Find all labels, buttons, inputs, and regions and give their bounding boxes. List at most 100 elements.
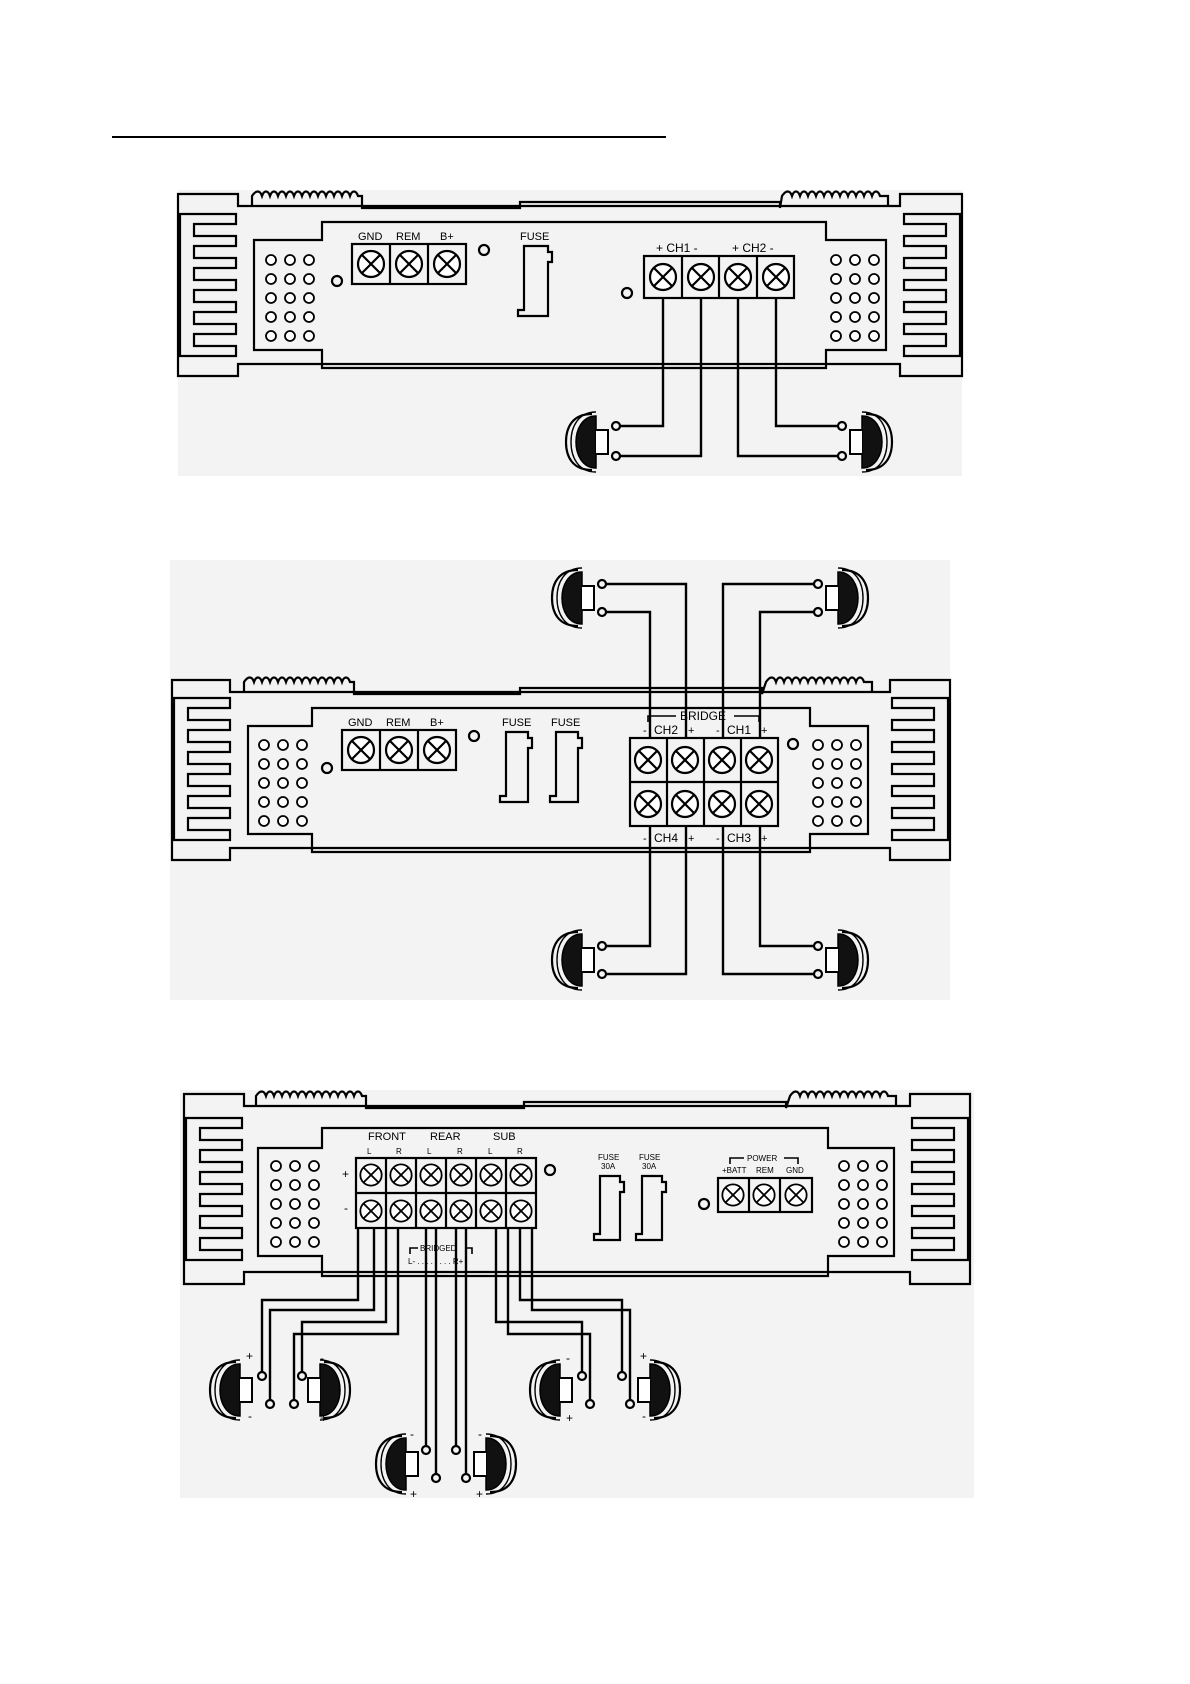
ch4-label: CH4 — [654, 831, 678, 845]
vent-hole — [830, 311, 842, 323]
wire-sub-l-a — [494, 1228, 584, 1372]
vent-hole — [831, 777, 843, 789]
top-heatsink-ridges-2 — [242, 676, 874, 696]
vent-hole — [868, 292, 880, 304]
power-terminal-block-3 — [716, 1176, 814, 1214]
vent-hole — [849, 330, 861, 342]
vent-hole — [265, 292, 277, 304]
wire-front-r-a — [300, 1228, 388, 1372]
right-vent-holes-3 — [838, 1160, 888, 1248]
vent-hole — [258, 777, 270, 789]
vent-hole — [258, 815, 270, 827]
vent-hole — [265, 330, 277, 342]
vent-hole — [849, 311, 861, 323]
vent-hole — [812, 758, 824, 770]
vent-hole — [857, 1198, 869, 1210]
svg-text:GND: GND — [786, 1166, 804, 1175]
amp-body-outline-3 — [182, 1092, 972, 1286]
diagram-3-background — [180, 1090, 974, 1498]
vent-hole — [270, 1179, 282, 1191]
wire-ch2-minus — [774, 298, 838, 428]
svg-text:REM: REM — [756, 1166, 774, 1175]
svg-text:+: + — [566, 1411, 573, 1425]
wire-ch2-minus — [606, 610, 652, 738]
right-vent-holes-2 — [812, 739, 862, 827]
wire-ch1-plus — [620, 298, 665, 428]
wire-ch1-minus — [721, 582, 814, 738]
gnd-label: GND — [358, 231, 383, 243]
vent-hole — [868, 254, 880, 266]
right-vent-holes — [830, 254, 880, 342]
vent-hole — [289, 1198, 301, 1210]
wire-front-l-a — [260, 1228, 360, 1372]
vent-hole — [308, 1236, 320, 1248]
vent-hole — [838, 1198, 850, 1210]
vent-hole — [258, 758, 270, 770]
bridged-label: BRIDGED — [420, 1244, 457, 1253]
vent-hole — [303, 254, 315, 266]
diagram-1-background — [178, 190, 962, 476]
vent-hole — [284, 254, 296, 266]
sub-label: SUB — [493, 1131, 516, 1143]
rem-screw — [394, 249, 424, 279]
bplus-label-2: B+ — [430, 717, 444, 729]
gnd-label-2: GND — [348, 717, 373, 729]
vent-hole — [277, 739, 289, 751]
vent-hole — [270, 1217, 282, 1229]
rem-label-2: REM — [386, 717, 410, 729]
vent-hole — [830, 330, 842, 342]
svg-text:-: - — [248, 1409, 252, 1423]
amp-body-outline — [176, 192, 964, 378]
svg-text:-: - — [478, 1427, 482, 1441]
svg-text:+: + — [761, 833, 767, 845]
wire-ch3-minus — [721, 826, 814, 976]
ch3-label: CH3 — [727, 831, 751, 845]
vent-hole — [296, 815, 308, 827]
vent-hole — [876, 1217, 888, 1229]
vent-hole — [812, 777, 824, 789]
svg-text:-: - — [716, 833, 720, 845]
svg-text:+: + — [320, 1411, 327, 1425]
front-label: FRONT — [368, 1131, 406, 1143]
vent-hole — [296, 777, 308, 789]
power-label: POWER — [747, 1154, 777, 1163]
fuse-label-2a: FUSE — [502, 717, 531, 729]
vent-hole — [876, 1198, 888, 1210]
power-terminal-block-2 — [340, 728, 458, 772]
rear-label: REAR — [430, 1131, 461, 1143]
svg-text:-: - — [566, 1351, 570, 1365]
vent-hole — [289, 1160, 301, 1172]
svg-text:+: + — [640, 1349, 647, 1363]
wire-ch2-plus — [606, 582, 688, 738]
svg-text:+: + — [688, 833, 694, 845]
vent-hole — [868, 273, 880, 285]
vent-hole — [876, 1179, 888, 1191]
vent-hole — [284, 292, 296, 304]
vent-hole — [849, 292, 861, 304]
svg-text:FUSE: FUSE — [639, 1153, 660, 1162]
vent-hole — [284, 311, 296, 323]
vent-hole — [812, 796, 824, 808]
svg-text:30A: 30A — [642, 1162, 657, 1171]
amp-inner-panel — [252, 220, 888, 370]
wire-ch3-plus — [758, 826, 814, 948]
fuse — [516, 244, 554, 318]
diagram-2-four-channel: GND REM B+ FUSE FUSE BRIDGE - CH2 + - CH… — [170, 560, 952, 1000]
fuse-label-2b: FUSE — [551, 717, 580, 729]
left-vent-holes-2 — [258, 739, 308, 827]
ch1-minus-screw — [686, 262, 716, 292]
vent-hole — [265, 273, 277, 285]
vent-hole — [289, 1217, 301, 1229]
svg-text:L: L — [427, 1147, 432, 1156]
vent-hole — [850, 758, 862, 770]
svg-text:-: - — [643, 725, 647, 737]
ch2-minus-screw — [761, 262, 791, 292]
wire-ch1-minus — [620, 298, 703, 458]
vent-hole — [876, 1236, 888, 1248]
svg-text:+BATT: +BATT — [722, 1166, 747, 1175]
top-heatsink-ridges — [250, 190, 890, 210]
ch2-label: + CH2 - — [732, 241, 774, 255]
vent-hole — [284, 330, 296, 342]
vent-hole — [830, 273, 842, 285]
vent-hole — [868, 330, 880, 342]
